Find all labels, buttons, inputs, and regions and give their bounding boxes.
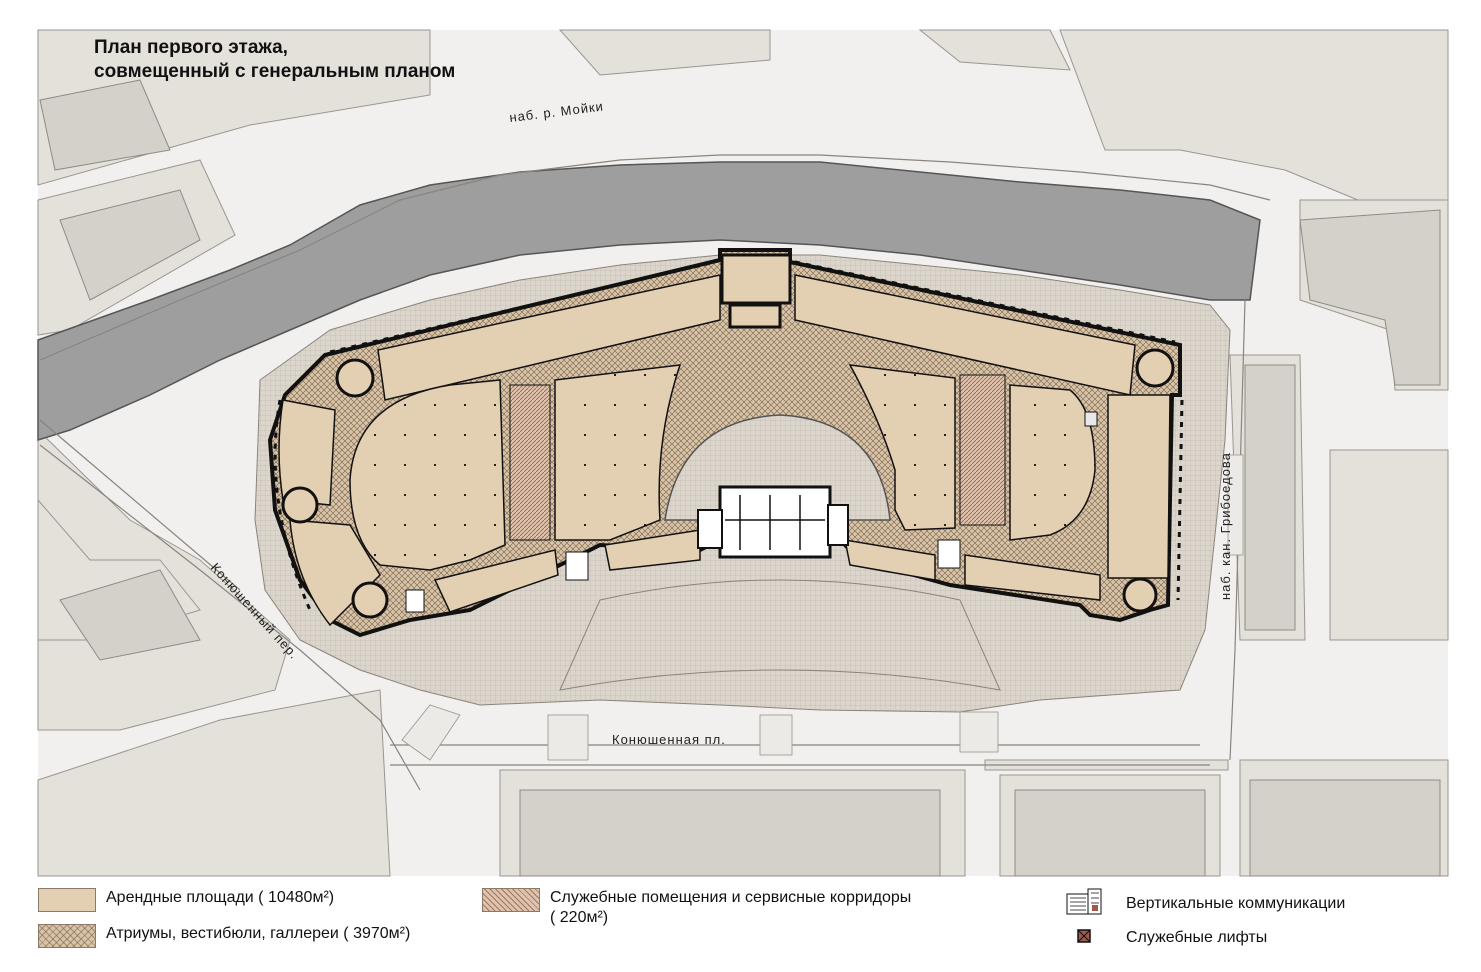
legend: Арендные площади ( 10480м²) Атриумы, вес… <box>0 880 1481 972</box>
facade-windows <box>273 260 1184 611</box>
plan-title-line1: План первого этажа, <box>94 37 288 58</box>
roads <box>39 154 1271 791</box>
legend-swatch-atrium <box>38 924 96 948</box>
service-areas <box>509 374 1006 541</box>
legend-item-lifts: Служебные лифты <box>1076 928 1267 948</box>
inner-buildings <box>39 79 1441 877</box>
legend-item-atrium: Атриумы, вестибюли, галлереи ( 3970м²) <box>38 924 410 948</box>
legend-label-service-line1: Служебные помещения и сервисные корридор… <box>550 889 912 906</box>
legend-item-vertical: Вертикальные коммуникации <box>1066 888 1345 916</box>
label-griboedova: наб. кан. Грибоедова <box>1218 452 1233 600</box>
plan-title-line2: совмещенный с генеральным планом <box>94 61 456 82</box>
service-lift-icon <box>1077 929 1091 943</box>
legend-label-service-line2: ( 220м²) <box>550 909 609 926</box>
legend-label-service: Служебные помещения и сервисные корридор… <box>550 888 911 928</box>
forecourt <box>559 579 1001 691</box>
legend-label-atrium: Атриумы, вестибюли, галлереи ( 3970м²) <box>106 925 411 942</box>
legend-swatch-rent <box>38 888 96 912</box>
legend-label-lifts: Служебные лифты <box>1126 929 1268 946</box>
vertical-communications <box>405 411 1098 613</box>
moyka-river <box>37 161 1261 442</box>
legend-label-rent: Арендные площади ( 10480м²) <box>106 889 335 906</box>
legend-swatch-service <box>482 888 540 912</box>
crosswalks <box>401 454 1244 761</box>
vertical-communications-icon <box>1066 888 1102 915</box>
legend-item-rent: Арендные площади ( 10480м²) <box>38 888 334 912</box>
rental-areas <box>278 274 1171 627</box>
label-konyushennaya-pl: Конюшенная пл. <box>612 732 726 747</box>
plan-title: План первого этажа, совмещенный с генера… <box>94 36 455 84</box>
church-building <box>697 485 849 559</box>
legend-label-vertical: Вертикальные коммуникации <box>1126 895 1346 912</box>
legend-item-service: Служебные помещения и сервисные корридор… <box>482 888 911 928</box>
site-plan-drawing: наб. р. Мойки наб. кан. Грибоедова Конюш… <box>37 29 1449 877</box>
rotundas <box>281 253 1175 619</box>
